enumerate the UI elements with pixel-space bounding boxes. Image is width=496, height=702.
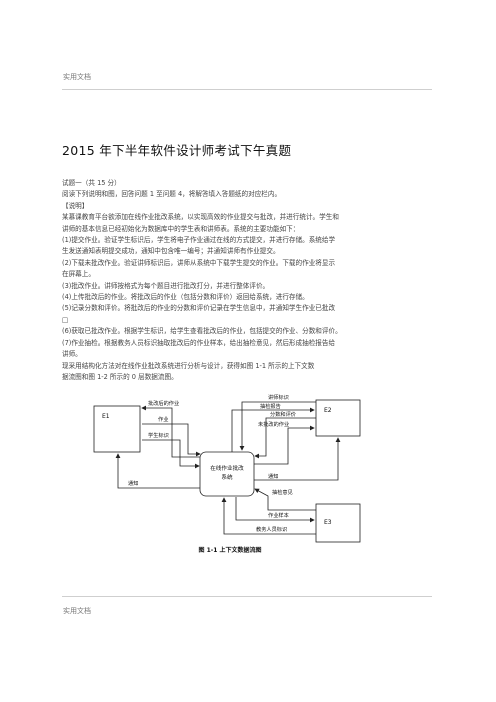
flow-label-staff-id: 教务人员标识 [256, 525, 287, 533]
flow-staff-id [221, 497, 316, 535]
entity-e2-box [315, 399, 361, 437]
figure-caption: 图 1-1 上下文数据流图 [198, 546, 261, 554]
flow-homework [142, 423, 201, 457]
flow-student-id [142, 439, 200, 469]
text-line: □ [62, 315, 69, 324]
flow-homework-sample [235, 497, 315, 523]
process-label: 在线作业批改 [210, 464, 244, 472]
text-line: 阅读下列说明和图，回答问题 1 至问题 4，将解答填入答题纸的对应栏内。 [62, 190, 282, 199]
flow-label-notify-right: 通知 [268, 472, 278, 480]
flow-label-homework-sample: 作业样本 [268, 511, 289, 519]
flow-label-notify-left: 通知 [128, 479, 138, 487]
flow-label-inspection-report: 抽检报告 [260, 402, 281, 410]
text-line: 生发送通知表明提交成功，通知中包含唯一编号；并通知讲师有作业提交。 [62, 247, 280, 256]
flow-notify-right [254, 437, 341, 481]
entity-e1-box [93, 405, 141, 453]
flow-notify-left [115, 453, 200, 489]
flow-label-inspection-opinion: 抽检意见 [272, 488, 293, 496]
context-dfd-figure: E1 E2 E3 在线作业批改 系统 批改后的作业 作业 学生标识 通知 讲师标… [93, 393, 361, 554]
flow-label-homework: 作业 [158, 415, 168, 423]
footer-divider [62, 596, 432, 597]
text-line: 讲师。 [62, 350, 82, 359]
entity-e3-label: E3 [324, 519, 332, 526]
flow-score-eval [254, 417, 316, 459]
entity-e1-label: E1 [102, 413, 110, 420]
text-line: 讲师的基本信息已经初始化为数据库中的学生表和讲师表。系统的主要功能如下： [62, 224, 300, 233]
flow-label-graded-homework: 批改后的作业 [148, 399, 179, 407]
text-line: (7)作业抽检。根据教务人员标识抽取批改后的作业样本，给出抽检意见，然后形成抽检… [62, 338, 336, 347]
text-line: (6)获取已批改作业。根据学生标识，给学生查看批改后的作业，包括提交的作业、分数… [62, 327, 342, 336]
process-label-line2: 系统 [221, 473, 233, 481]
text-line: (4)上传批改后的作业。将批改后的作业（包括分数和评价）返回给系统，进行存储。 [62, 293, 309, 302]
text-line: 【说明】 [62, 201, 89, 210]
entity-e2-label: E2 [324, 407, 332, 414]
page-footer: 实用文档 [63, 607, 91, 615]
question-body: 试题一（共 15 分） 阅读下列说明和图，回答问题 1 至问题 4，将解答填入答… [62, 178, 434, 383]
text-line: (2)下载未批改作业。验证讲师标识后，讲师从系统中下载学生提交的作业。下载的作业… [62, 258, 336, 267]
flow-label-ungraded-homework: 未批改的作业 [258, 420, 289, 428]
flow-graded-homework [141, 405, 200, 458]
flow-label-teacher-id: 讲师标识 [268, 393, 289, 401]
text-line: 试题一（共 15 分） [62, 179, 121, 187]
page-title: 2015 年下半年软件设计师考试下午真题 [62, 143, 292, 158]
flow-inspection-report [231, 407, 315, 452]
flow-label-score-eval: 分数和评价 [270, 410, 297, 418]
text-line: 据流图和图 1-2 所示的 0 层数据流图。 [62, 372, 178, 381]
text-line: 在屏幕上。 [62, 270, 95, 279]
text-line: 某慕课教育平台欲添加在线作业批改系统，以实现高效的作业提交与批改，并进行统计。学… [62, 213, 339, 222]
process-box [199, 451, 255, 497]
header-divider [62, 89, 432, 90]
text-line: (5)记录分数和评价。将批改后的作业的分数和评价记录在学生信息中，并通知学生作业… [62, 304, 336, 313]
entity-e3-box [315, 503, 361, 543]
text-line: (1)提交作业。验证学生标识后，学生将电子作业通过在线的方式提交，并进行存储。系… [62, 236, 336, 245]
text-line: (3)批改作业。讲师按格式为每个题目进行批改打分，并进行整体评价。 [62, 281, 270, 290]
flow-inspection-opinion [254, 488, 316, 511]
flow-label-student-id: 学生标识 [148, 431, 169, 439]
flow-teacher-id [239, 401, 316, 451]
text-line: 现采用结构化方法对在线作业批改系统进行分析与设计，获得如图 1-1 所示的上下文… [62, 361, 315, 370]
flow-ungraded-homework [254, 425, 315, 465]
page-header: 实用文档 [63, 73, 91, 81]
